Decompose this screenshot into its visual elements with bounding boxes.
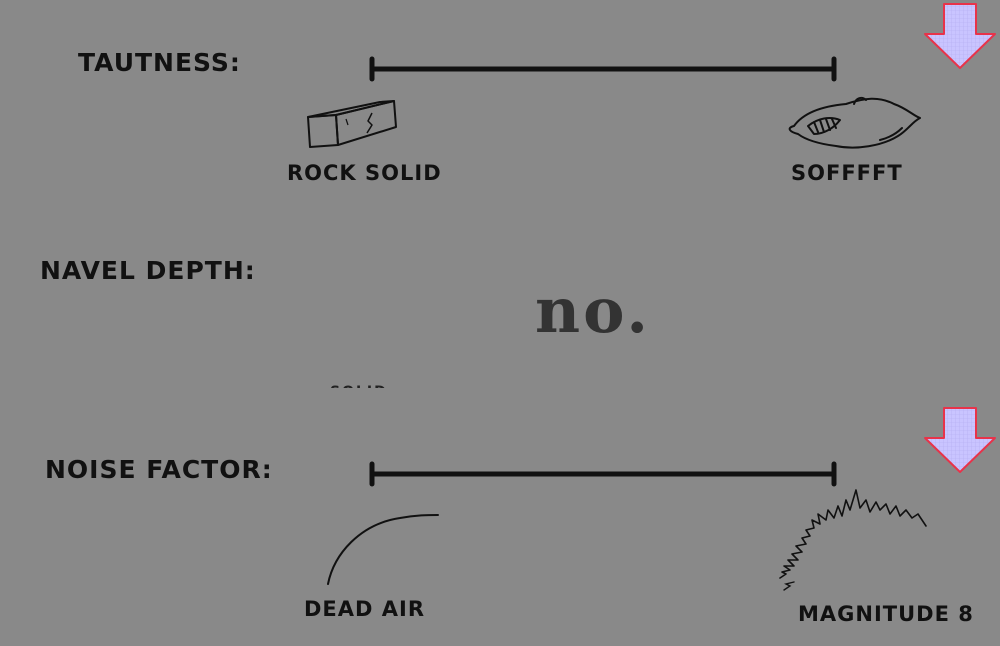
brick-icon [307, 100, 397, 148]
tautness-right-label: SOFFFFT [791, 161, 903, 185]
noise-factor-left-label: DEAD AIR [304, 597, 426, 621]
tautness-slider[interactable] [366, 56, 840, 82]
noise-factor-right-label: MAGNITUDE 8 [798, 602, 974, 626]
tautness-label: TAUTNESS: [78, 48, 241, 77]
navel-depth-label: NAVEL DEPTH: [40, 256, 256, 285]
noise-factor-label: NOISE FACTOR: [45, 455, 273, 484]
noise-factor-down-arrow-button[interactable] [923, 406, 997, 474]
noise-squiggle-icon [779, 489, 927, 591]
quiet-curve-icon [327, 514, 439, 585]
pillow-icon [788, 96, 921, 149]
tautness-down-arrow-button[interactable] [923, 2, 997, 70]
tautness-left-label: ROCK SOLID [287, 161, 442, 185]
down-arrow-icon [924, 407, 996, 473]
down-arrow-icon [924, 3, 996, 69]
navel-depth-response: no. [535, 274, 651, 347]
noise-factor-slider[interactable] [366, 461, 840, 487]
ghost-label-fragment: SOLID [330, 383, 388, 388]
